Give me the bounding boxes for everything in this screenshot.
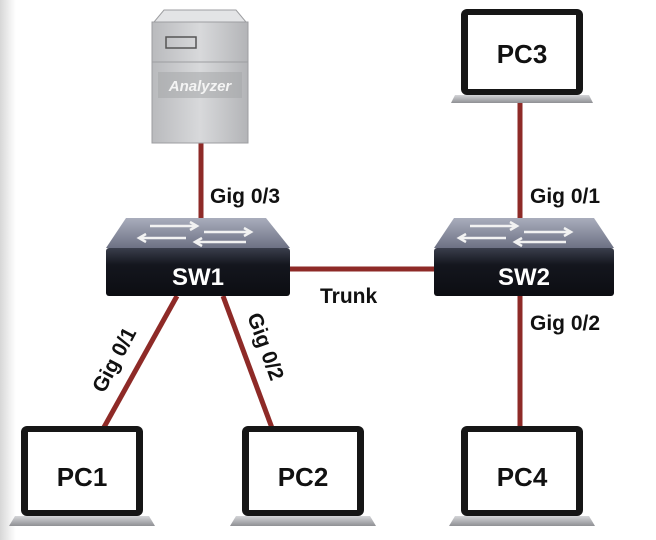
- port-label-sw1-gig-0-1: Gig 0/1: [88, 323, 141, 396]
- pc1-label: PC1: [57, 462, 108, 492]
- analyzer-device[interactable]: Analyzer: [151, 9, 249, 144]
- switch-arrows-icon: [136, 220, 254, 248]
- pc3-label: PC3: [497, 39, 548, 69]
- port-label-sw2-gig-0-1: Gig 0/1: [530, 185, 600, 208]
- sw1-label: SW1: [172, 264, 224, 291]
- sw1-switch[interactable]: SW1: [106, 218, 290, 296]
- pc4-label: PC4: [497, 462, 548, 492]
- port-label-sw2-gig-0-2: Gig 0/2: [530, 312, 600, 335]
- pc2-laptop[interactable]: PC2: [230, 426, 376, 526]
- sw2-label: SW2: [498, 264, 550, 291]
- link-sw1-pc2: [220, 295, 275, 429]
- pc4-laptop[interactable]: PC4: [449, 426, 595, 526]
- sw2-switch[interactable]: SW2: [434, 218, 614, 296]
- pc3-laptop[interactable]: PC3: [451, 9, 593, 103]
- switch-arrows-icon: [456, 220, 574, 248]
- link-sw1-pc1: [95, 294, 180, 440]
- port-label-sw1-gig-0-3: Gig 0/3: [210, 185, 280, 208]
- analyzer-label: Analyzer: [168, 78, 233, 95]
- pc1-laptop[interactable]: PC1: [9, 426, 155, 526]
- analyzer-drive-icon: [165, 36, 197, 49]
- pc2-label: PC2: [278, 462, 329, 492]
- trunk-label: Trunk: [320, 285, 377, 308]
